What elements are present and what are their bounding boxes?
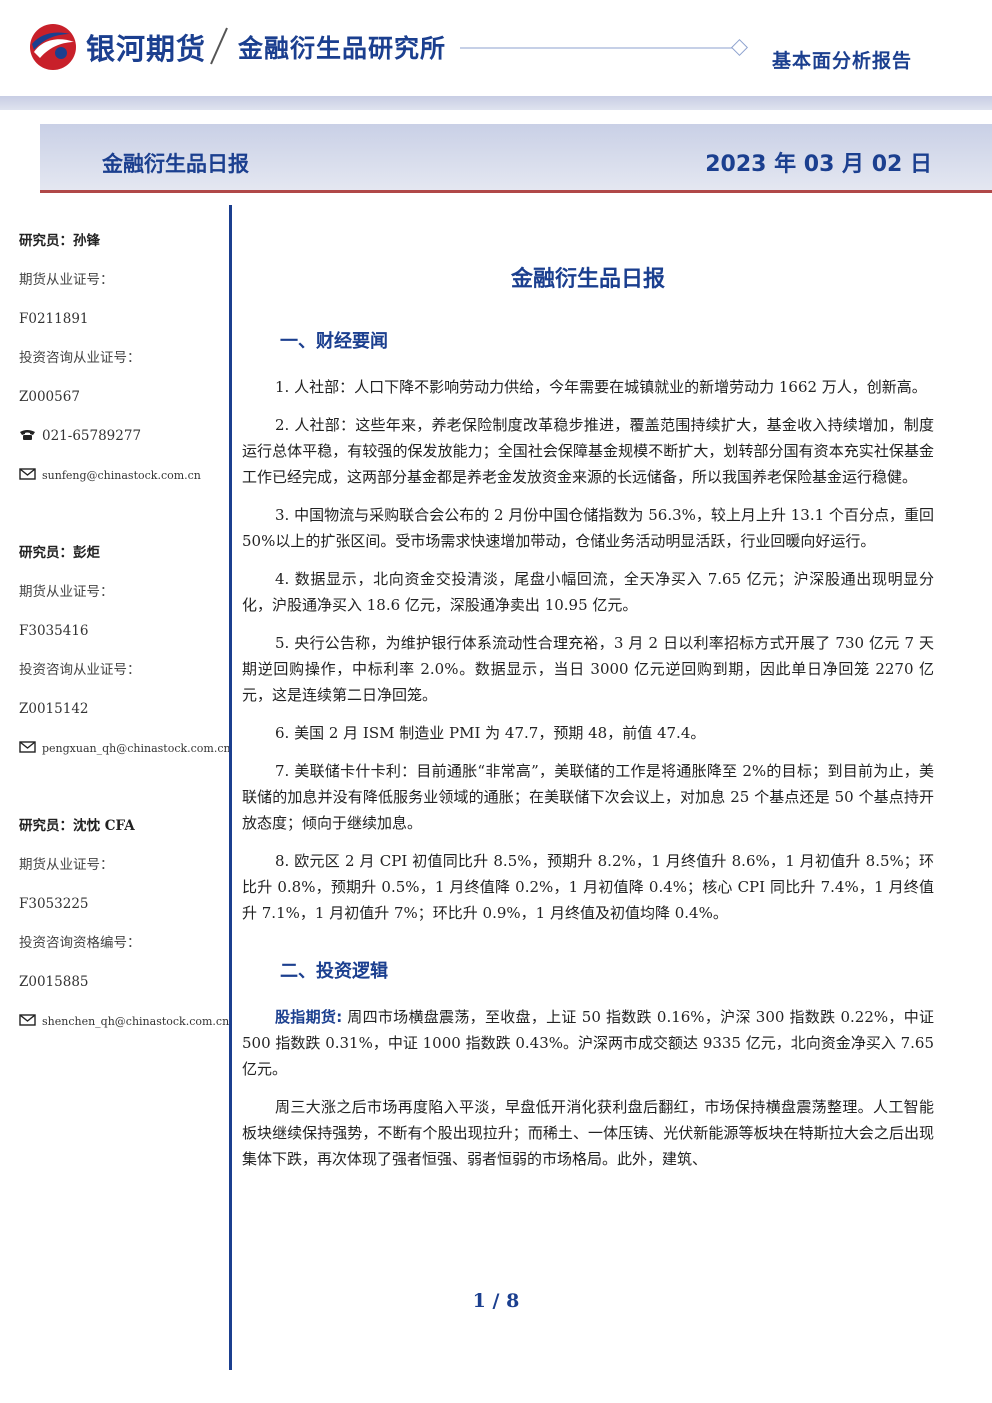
analyst-sidebar: 研究员：孙锋 期货从业证号： F0211891 投资咨询从业证号： Z00056…: [19, 222, 231, 1041]
email-address[interactable]: sunfeng@chinastock.com.cn: [42, 469, 201, 482]
column-divider: [229, 205, 232, 1370]
advisory-cert-label: 投资咨询从业证号：: [19, 350, 141, 366]
email-icon: [19, 1014, 36, 1026]
futures-cert-label: 期货从业证号：: [19, 857, 114, 873]
news-item: 3. 中国物流与采购联合会公布的 2 月份中国仓储指数为 56.3%，较上月上升…: [242, 506, 934, 550]
advisory-cert-number: Z000567: [19, 389, 80, 405]
futures-cert-label: 期货从业证号：: [19, 584, 114, 600]
advisory-cert-label: 投资咨询从业证号：: [19, 662, 141, 678]
current-page: 1: [472, 1290, 486, 1312]
email-row: sunfeng@chinastock.com.cn: [19, 456, 229, 495]
analyst-name: 研究员：沈忱 CFA: [19, 818, 135, 834]
analyst-name: 研究员：孙锋: [19, 233, 100, 249]
news-item: 8. 欧元区 2 月 CPI 初值同比升 8.5%，预期升 8.2%，1 月终值…: [242, 852, 934, 922]
paragraph-text: 周四市场横盘震荡，至收盘，上证 50 指数跌 0.16%，沪深 300 指数跌 …: [242, 1008, 935, 1078]
analyst-card: 研究员：孙锋 期货从业证号： F0211891 投资咨询从业证号： Z00056…: [19, 222, 229, 495]
futures-cert-label: 期货从业证号：: [19, 272, 114, 288]
header-stripe: [0, 96, 992, 110]
email-row: shenchen_qh@chinastock.com.cn: [19, 1002, 229, 1041]
phone-number: 021-65789277: [42, 428, 142, 444]
section-heading-news: 一、财经要闻: [280, 331, 388, 352]
logic-paragraph: 周三大涨之后市场再度陷入平淡，早盘低开消化获利盘后翻红，市场保持横盘震荡整理。人…: [242, 1098, 934, 1168]
news-item: 6. 美国 2 月 ISM 制造业 PMI 为 47.7，预期 48，前值 47…: [275, 724, 706, 742]
advisory-cert-number: Z0015885: [19, 974, 89, 990]
news-item: 7. 美联储卡什卡利：目前通胀“非常高”，美联储的工作是将通胀降至 2%的目标；…: [242, 762, 934, 832]
page-separator: /: [492, 1290, 500, 1312]
analyst-name: 研究员：彭炬: [19, 545, 100, 561]
slash-divider-icon: [210, 27, 228, 65]
phone-icon: [20, 430, 35, 440]
futures-cert-number: F3053225: [19, 896, 89, 912]
news-item: 2. 人社部：这些年来，养老保险制度改革稳步推进，覆盖范围持续扩大，基金收入持续…: [242, 416, 934, 486]
advisory-cert-number: Z0015142: [19, 701, 89, 717]
logic-paragraph: 股指期货: 周四市场横盘震荡，至收盘，上证 50 指数跌 0.16%，沪深 30…: [242, 1004, 934, 1082]
report-date: 2023 年 03 月 02 日: [705, 152, 932, 177]
banner-title: 金融衍生品日报: [102, 152, 249, 176]
galaxy-logo-icon: [30, 24, 76, 70]
total-pages: 8: [506, 1290, 520, 1312]
analyst-card: 研究员：沈忱 CFA 期货从业证号： F3053225 投资咨询资格编号： Z0…: [19, 807, 229, 1041]
page-number: 1 / 8: [0, 1290, 992, 1312]
document-title: 金融衍生品日报: [510, 267, 665, 292]
institute-name: 金融衍生品研究所: [238, 34, 447, 63]
title-banner: 金融衍生品日报 2023 年 03 月 02 日: [40, 124, 992, 193]
phone-row: 021-65789277: [19, 417, 229, 456]
section-heading-logic: 二、投资逻辑: [280, 961, 388, 982]
futures-cert-number: F0211891: [19, 311, 89, 327]
brand-name: 银河期货: [86, 32, 207, 66]
email-row: pengxuan_qh@chinastock.com.cn: [19, 729, 231, 768]
analyst-card: 研究员：彭炬 期货从业证号： F3035416 投资咨询从业证号： Z00151…: [19, 534, 231, 768]
main-content: 金融衍生品日报 一、财经要闻 1. 人社部：人口下降不影响劳动力供给，今年需要在…: [242, 262, 934, 1184]
news-item: 1. 人社部：人口下降不影响劳动力供给，今年需要在城镇就业的新增劳动力 1662…: [275, 378, 927, 396]
email-icon: [19, 468, 36, 480]
email-address[interactable]: shenchen_qh@chinastock.com.cn: [42, 1015, 230, 1028]
report-type: 基本面分析报告: [772, 50, 913, 72]
email-icon: [19, 741, 36, 753]
email-address[interactable]: pengxuan_qh@chinastock.com.cn: [42, 742, 231, 755]
advisory-cert-label: 投资咨询资格编号：: [19, 935, 141, 951]
top-header: 银河期货 金融衍生品研究所 基本面分析报告: [0, 0, 992, 110]
futures-cert-number: F3035416: [19, 623, 89, 639]
news-item: 5. 央行公告称，为维护银行体系流动性合理充裕，3 月 2 日以利率招标方式开展…: [242, 634, 934, 704]
news-item: 4. 数据显示，北向资金交投清淡，尾盘小幅回流，全天净买入 7.65 亿元；沪深…: [242, 570, 934, 614]
header-decor-line: [460, 39, 748, 56]
paragraph-lead-label: 股指期货:: [275, 1008, 343, 1026]
